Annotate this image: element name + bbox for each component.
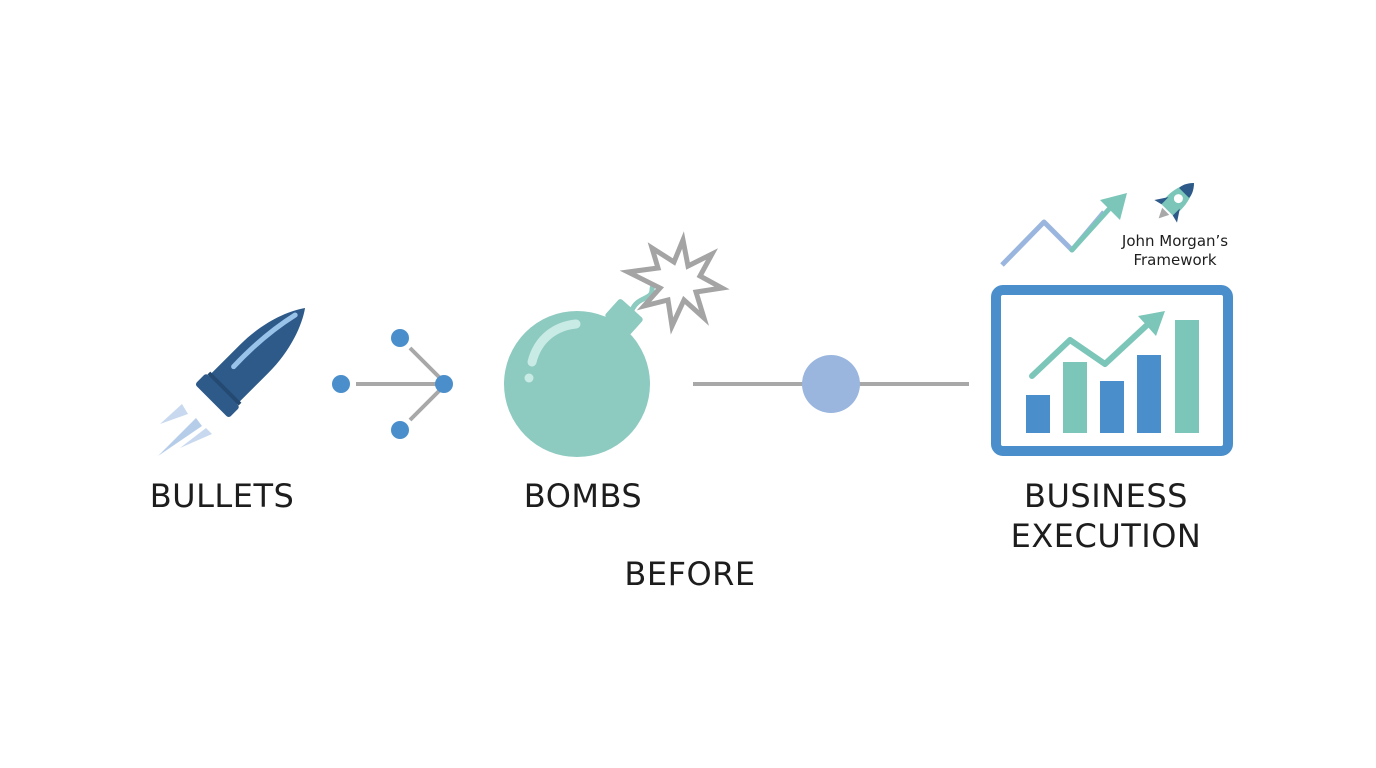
split-arrow-icon bbox=[332, 329, 453, 439]
bomb-icon bbox=[504, 231, 730, 457]
bullet-icon bbox=[158, 307, 306, 456]
bombs-label: BOMBS bbox=[523, 477, 643, 515]
framework-caption-line-1: John Morgan’s bbox=[1121, 232, 1229, 250]
bar-chart-monitor-icon bbox=[991, 285, 1233, 456]
execution-label: EXECUTION bbox=[1010, 517, 1202, 555]
connector-node-icon bbox=[693, 355, 969, 413]
before-label: BEFORE bbox=[624, 555, 756, 593]
rocket-icon bbox=[1154, 183, 1194, 223]
trend-arrow-icon bbox=[1000, 193, 1127, 267]
business-label: BUSINESS bbox=[1024, 477, 1188, 515]
bullets-label: BULLETS bbox=[149, 477, 295, 515]
framework-caption: John Morgan’s Framework bbox=[1100, 232, 1250, 270]
framework-caption-line-2: Framework bbox=[1133, 251, 1217, 269]
